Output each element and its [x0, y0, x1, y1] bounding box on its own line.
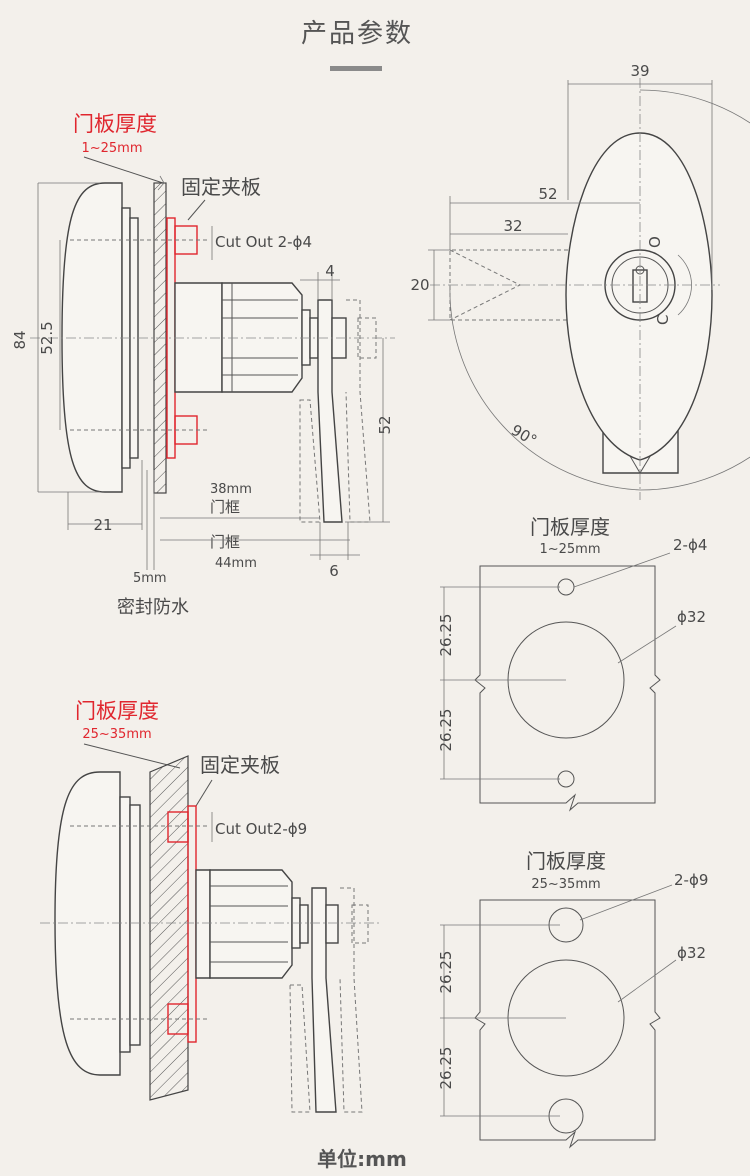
dim-21: 21	[93, 516, 112, 534]
door-panel-bottom	[149, 755, 189, 1101]
clamp-label: 固定夹板	[181, 175, 261, 199]
dim-84: 84	[11, 330, 29, 349]
cutout-top: 门板厚度 1~25mm 26.25 26.25 2-ϕ4 ϕ32	[437, 515, 707, 812]
cutout-top-center-label: ϕ32	[677, 608, 706, 626]
side-view-bottom: 门板厚度 25~35mm 固定夹板 Cut Out2-ϕ9	[40, 699, 380, 1113]
cutout-bottom-thickness-range: 25~35mm	[531, 877, 600, 892]
cutout-bottom: 门板厚度 25~35mm 26.25 26.25 2-ϕ9 ϕ32	[437, 849, 708, 1149]
cutout-bottom-hole-label: 2-ϕ9	[674, 871, 708, 889]
cutout-top-dim-lower: 26.25	[437, 709, 455, 752]
cutout-bottom-thickness-label: 门板厚度	[526, 849, 606, 873]
clamp-label-bottom: 固定夹板	[200, 753, 280, 777]
cutout-bottom-dim-upper: 26.25	[437, 951, 455, 994]
dim-52-5: 52.5	[38, 321, 56, 354]
page-title: 产品参数	[301, 19, 413, 49]
lock-cylinder	[221, 282, 303, 393]
front-view: O C 39 52 32 20 90°	[410, 62, 750, 500]
lock-cylinder-bottom	[209, 869, 293, 979]
side-view-top: 门板厚度 1~25mm 固定夹板	[11, 112, 395, 618]
dim-6: 6	[329, 562, 339, 580]
cutout-bottom-dim-lower: 26.25	[437, 1047, 455, 1090]
knob-body	[61, 182, 123, 493]
cam-nut-bottom	[325, 904, 339, 944]
cutout-label: Cut Out 2-ϕ4	[215, 233, 312, 251]
lock-body	[174, 282, 223, 393]
cutout-top-plate	[474, 565, 661, 812]
door-frame-38: 38mm	[210, 482, 252, 497]
panel-thickness-label-bottom: 门板厚度	[75, 699, 159, 723]
gasket-label: 密封防水	[117, 597, 189, 618]
cam-bottom	[311, 887, 337, 1113]
door-frame-44-label: 门框	[210, 533, 240, 551]
dim-52: 52	[376, 415, 394, 434]
cutout-top-thickness-range: 1~25mm	[539, 542, 600, 557]
panel-thickness-label: 门板厚度	[73, 112, 157, 136]
door-frame-label: 门框	[210, 498, 240, 516]
dim-39: 39	[630, 62, 649, 80]
dim-20: 20	[410, 276, 429, 294]
clamp-plate-bottom	[187, 805, 197, 1043]
angle-90: 90°	[508, 421, 540, 450]
cutout-top-hole-label: 2-ϕ4	[673, 536, 707, 554]
screw-upper-bottom	[167, 811, 189, 843]
bezel-plate-bottom	[119, 796, 131, 1053]
gasket-5mm: 5mm	[133, 571, 167, 586]
title-underline	[330, 66, 382, 71]
dim-52-front: 52	[538, 185, 557, 203]
washer-bottom	[299, 904, 309, 944]
cutout-top-thickness-label: 门板厚度	[530, 515, 610, 539]
open-mark: O	[646, 236, 664, 248]
unit-label: 单位:mm	[317, 1147, 407, 1171]
dim-4: 4	[325, 262, 335, 280]
knob-body-bottom	[54, 771, 121, 1076]
cutout-top-dim-upper: 26.25	[437, 614, 455, 657]
cutout-top-hole-lower	[557, 770, 575, 788]
cutout-top-hole-upper	[557, 578, 575, 596]
close-mark: C	[654, 315, 672, 325]
cutout-label-bottom: Cut Out2-ϕ9	[215, 820, 307, 838]
panel-thickness-range-bottom: 25~35mm	[82, 727, 151, 742]
nut	[301, 309, 311, 366]
cutout-bottom-center-label: ϕ32	[677, 944, 706, 962]
panel-thickness-range: 1~25mm	[81, 141, 142, 156]
cutout-bottom-plate	[474, 899, 661, 1149]
door-frame-44: 44mm	[215, 556, 257, 571]
dim-32: 32	[503, 217, 522, 235]
bezel-plate-inner-bottom	[129, 804, 141, 1046]
